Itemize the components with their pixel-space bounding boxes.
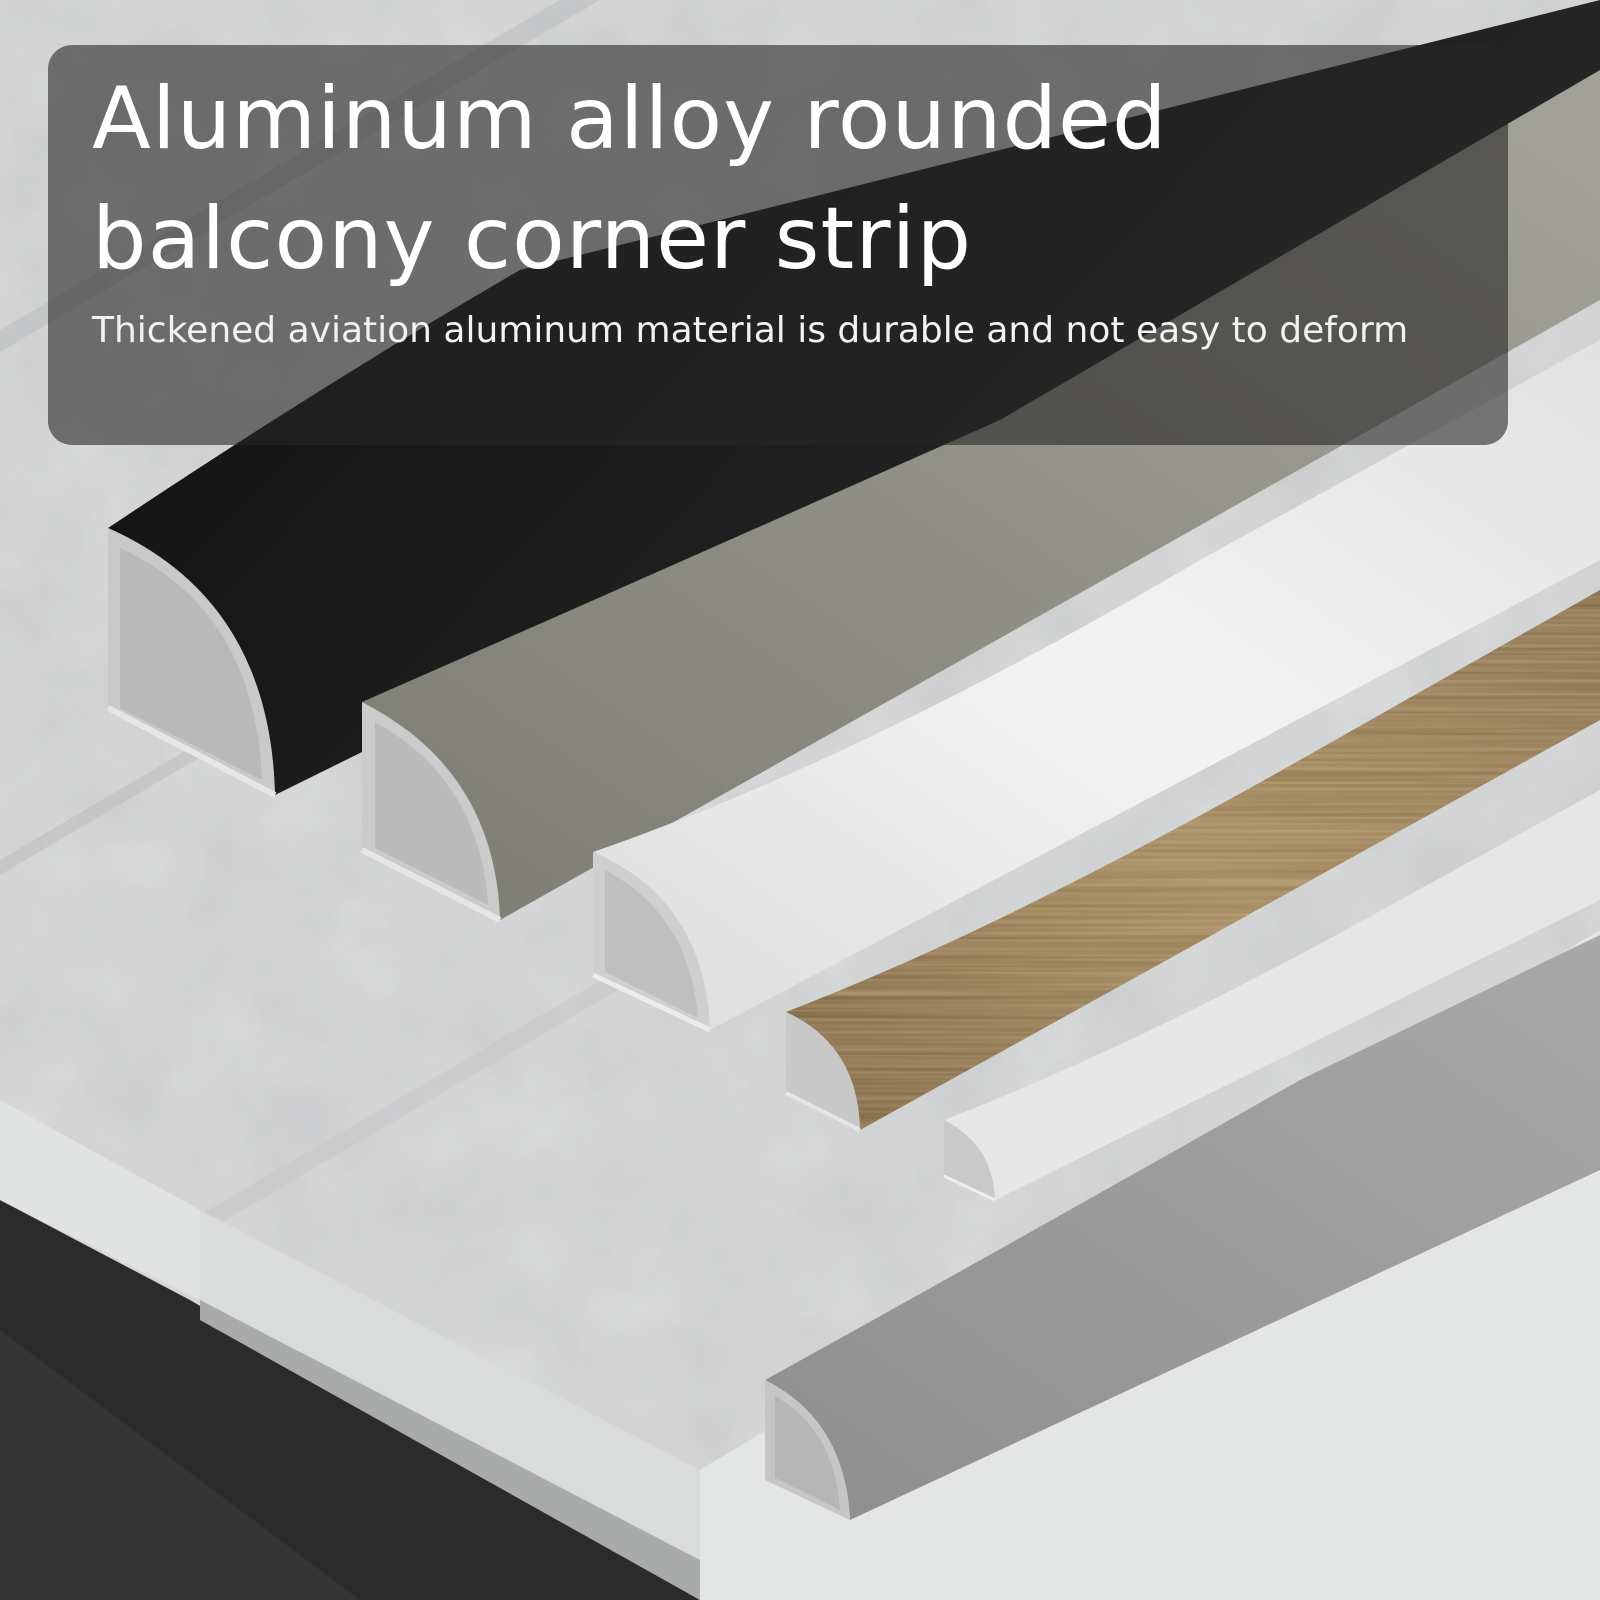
dark-floor-sheen [0,1330,360,1600]
slab-edge-shadow [200,1300,700,1600]
product-title: Aluminum alloy rounded balcony corner st… [92,59,1392,299]
strip-white-small [943,790,1600,1202]
product-subtitle: Thickened aviation aluminum material is … [92,310,1409,351]
strip-silver [765,935,1600,1520]
title-line-2: balcony corner strip [92,189,973,289]
title-banner: Aluminum alloy rounded balcony corner st… [48,45,1508,445]
slab-edge [0,1100,200,1300]
title-line-1: Aluminum alloy rounded [92,69,1168,169]
strip-white [591,340,1600,1033]
strip-bronze [785,590,1600,1132]
slab-edge [200,1210,700,1560]
